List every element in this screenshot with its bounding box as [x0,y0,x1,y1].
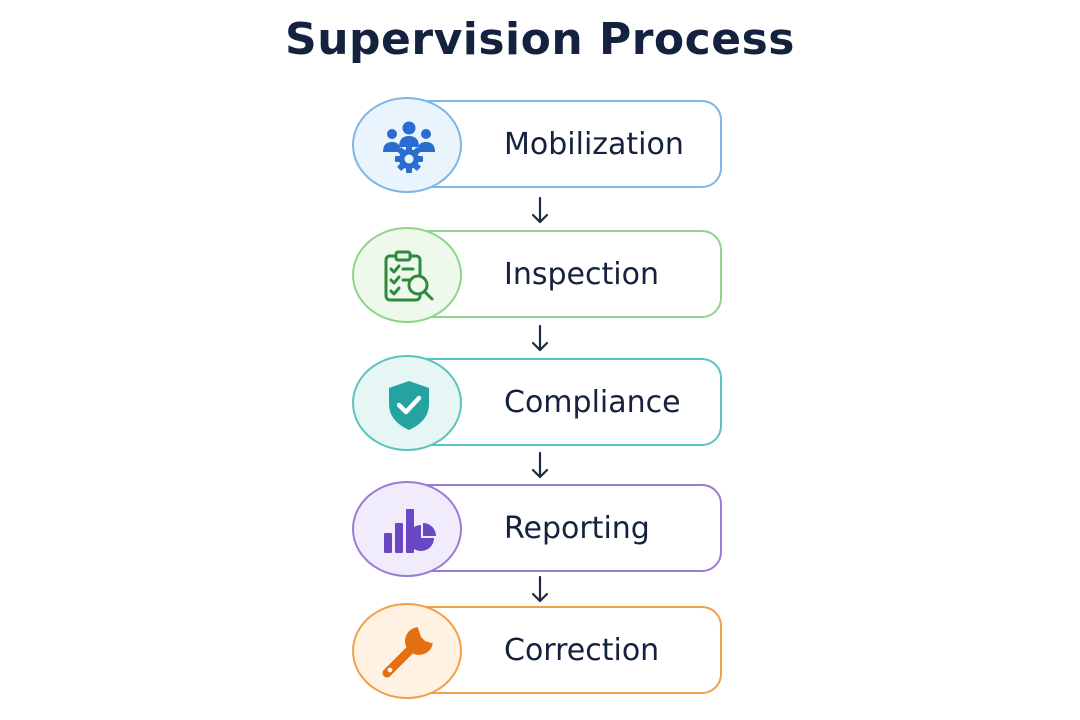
step-icon-circle [352,603,462,699]
step-label: Correction [504,633,660,668]
step-icon-circle [352,355,462,451]
down-arrow-icon [531,451,549,479]
down-arrow-icon [531,575,549,603]
step-reporting: Reporting [352,481,728,577]
step-label: Mobilization [504,127,684,162]
bar-pie-chart-icon [384,509,436,553]
team-gear-icon [383,121,435,173]
down-arrow-icon [531,196,549,224]
clipboard-search-icon [384,250,434,302]
step-correction: Correction [352,603,728,699]
step-label: Compliance [504,385,681,420]
step-icon-circle [352,97,462,193]
step-icon-circle [352,481,462,577]
step-mobilization: Mobilization [352,97,728,193]
down-arrow-icon [531,324,549,352]
step-label: Reporting [504,511,650,546]
wrench-icon [382,625,437,678]
shield-check-icon [389,381,429,430]
step-inspection: Inspection [352,227,728,323]
step-icon-circle [352,227,462,323]
step-compliance: Compliance [352,355,728,451]
step-pill [408,230,722,318]
step-label: Inspection [504,257,659,292]
diagram-title: Supervision Process [285,14,795,65]
